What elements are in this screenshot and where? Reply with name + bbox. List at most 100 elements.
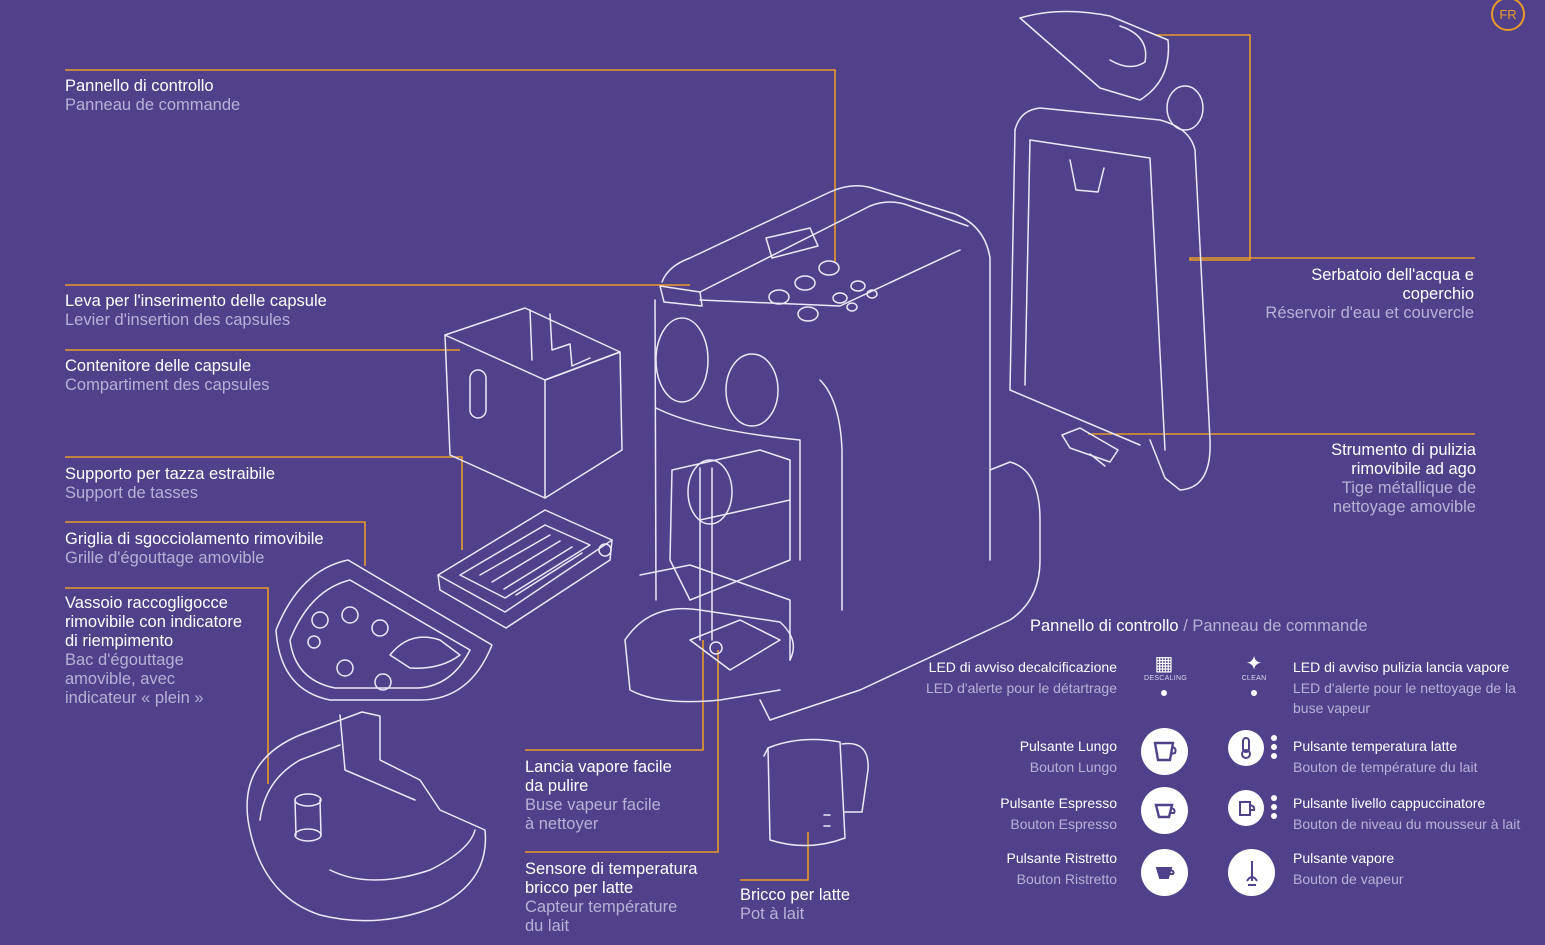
milk-jug-outline: [763, 738, 869, 847]
label-fr-line: à nettoyer: [525, 815, 599, 833]
label-it: Griglia di sgocciolamento rimovibile: [65, 530, 324, 548]
label-fr-line: Tige métallique de: [1341, 479, 1476, 497]
label-fr: Réservoir d'eau et couvercle: [1265, 304, 1474, 322]
label-fr: Panneau de commande: [65, 96, 241, 114]
leader-milk-sensor: [525, 650, 719, 853]
label-fr: Pot à lait: [740, 905, 805, 923]
label-it: Supporto per tazza estraibile: [65, 465, 276, 483]
title-separator: /: [1178, 617, 1193, 635]
label-fr: Bouton de température du lait: [1293, 758, 1478, 775]
callout-cup-support: Supporto per tazza estraibile Support de…: [65, 465, 275, 503]
callout-water-tank: Serbatoio dell'acqua e coperchio Réservo…: [1180, 266, 1474, 323]
label-it: Pulsante Lungo: [1019, 738, 1117, 754]
callout-steam-wand: Lancia vapore facile da pulire Buse vape…: [525, 758, 672, 834]
callout-cleaning-tool: Strumento di pulizia rimovibile ad ago T…: [1220, 441, 1476, 517]
legend-espresso-button: Pulsante Espresso Bouton Espresso: [860, 793, 1117, 834]
label-it: Pulsante vapore: [1293, 850, 1395, 866]
label-it-line: Vassoio raccogligocce: [65, 594, 228, 612]
clean-led-text: CLEAN: [1241, 675, 1267, 682]
label-fr-line: nettoyage amovible: [1332, 498, 1476, 516]
cleaning-tool-outline: [1061, 427, 1119, 467]
callout-control-panel: Pannello di controllo Panneau de command…: [65, 77, 240, 115]
label-fr-line: amovible, avec: [65, 670, 176, 688]
title-fr: Panneau de commande: [1192, 617, 1368, 635]
drip-grid-outline: [275, 559, 493, 701]
label-it: Pulsante Espresso: [1000, 795, 1117, 811]
callout-capsule-container: Contenitore delle capsule Compartiment d…: [65, 357, 270, 395]
clean-led-icon: ✦ CLEAN: [1234, 653, 1274, 696]
callout-milk-jug: Bricco per latte Pot à lait: [740, 886, 850, 924]
water-tank-outline: [1009, 10, 1211, 491]
label-fr: Bouton Lungo: [1029, 758, 1117, 775]
legend-steam-button: Pulsante vapore Bouton de vapeur: [1293, 848, 1543, 889]
label-it-line: bricco per latte: [525, 879, 634, 897]
leader-milk-jug: [740, 832, 809, 881]
drip-tray-outline: [246, 711, 487, 922]
label-fr: Grille d'égouttage amovible: [65, 549, 265, 567]
label-it: Bricco per latte: [740, 886, 851, 904]
leader-control-panel: [65, 69, 836, 262]
label-it-line: di riempimento: [65, 632, 174, 650]
label-fr-line: Capteur température: [525, 898, 678, 916]
legend-clean-led: LED di avviso pulizia lancia vapore LED …: [1293, 657, 1543, 719]
label-fr: Bouton Ristretto: [1016, 870, 1117, 887]
label-fr-line: LED d'alerte pour le nettoyage de la: [1293, 679, 1516, 696]
label-it: LED di avviso decalcificazione: [928, 659, 1117, 675]
label-fr: LED d'alerte pour le détartrage: [925, 679, 1117, 696]
espresso-cup-icon: [1141, 787, 1188, 834]
callout-milk-sensor: Sensore di temperatura bricco per latte …: [525, 860, 697, 936]
leader-cup-support: [65, 456, 463, 550]
label-fr: Support de tasses: [65, 484, 198, 502]
level-dots-icon: [1271, 795, 1277, 822]
leader-steam-wand: [525, 640, 704, 751]
machine-top-buttons: [768, 260, 878, 322]
label-it-line: rimovibile con indicatore: [65, 613, 242, 631]
machine-body-outline: [624, 185, 1041, 721]
thermometer-icon: [1228, 730, 1264, 766]
cup-support-outline: [437, 509, 613, 629]
label-fr-line: buse vapeur: [1293, 700, 1371, 716]
leader-drip-tray: [65, 587, 269, 784]
legend-lungo-button: Pulsante Lungo Bouton Lungo: [860, 736, 1117, 777]
label-fr: Levier d'insertion des capsules: [65, 311, 291, 329]
label-fr: Compartiment des capsules: [65, 376, 270, 394]
label-it: Pulsante temperatura latte: [1293, 738, 1458, 754]
callout-capsule-lever: Leva per l'inserimento delle capsule Lev…: [65, 292, 327, 330]
label-it: Contenitore delle capsule: [65, 357, 252, 375]
label-it: Pulsante livello cappuccinatore: [1293, 795, 1486, 811]
language-badge[interactable]: FR: [1491, 0, 1525, 31]
label-fr-line: Bac d'égouttage: [65, 651, 184, 669]
legend-descaling-led: LED di avviso decalcificazione LED d'ale…: [860, 657, 1117, 698]
label-fr: Bouton de vapeur: [1293, 870, 1404, 887]
label-fr-line: indicateur « plein »: [65, 689, 204, 707]
label-it: LED di avviso pulizia lancia vapore: [1293, 659, 1510, 675]
label-fr: Bouton Espresso: [1010, 815, 1117, 832]
callout-drip-tray: Vassoio raccogligocce rimovibile con ind…: [65, 594, 242, 708]
label-fr-line: du lait: [525, 917, 570, 935]
label-it: Leva per l'inserimento delle capsule: [65, 292, 327, 310]
callout-drip-grid: Griglia di sgocciolamento rimovibile Gri…: [65, 530, 324, 568]
label-it-line: Strumento di pulizia: [1331, 441, 1476, 459]
label-fr: Bouton de niveau du mousseur à lait: [1293, 815, 1521, 832]
ristretto-cup-icon: [1141, 849, 1188, 896]
label-it-line: Lancia vapore facile: [525, 758, 672, 776]
legend-frother-level-button: Pulsante livello cappuccinatore Bouton d…: [1293, 793, 1543, 834]
legend-ristretto-button: Pulsante Ristretto Bouton Ristretto: [860, 848, 1118, 889]
steam-icon: [1228, 849, 1275, 896]
label-it: Pulsante Ristretto: [1006, 850, 1118, 866]
leader-water-tank: [1155, 34, 1475, 261]
legend-milk-temperature-button: Pulsante temperatura latte Bouton de tem…: [1293, 736, 1543, 777]
lungo-cup-icon: [1141, 728, 1188, 775]
level-dots-icon: [1271, 735, 1277, 762]
title-it: Pannello di controllo: [1030, 617, 1179, 635]
label-it-line: Sensore di temperatura: [525, 860, 698, 878]
label-it-line: rimovibile ad ago: [1351, 460, 1476, 478]
label-it-line: coperchio: [1402, 285, 1474, 303]
leader-lines: [65, 34, 1475, 881]
leader-drip-grid: [65, 521, 366, 566]
capsule-container-outline: [444, 307, 623, 499]
descaling-led-text: DESCALING: [1144, 675, 1188, 682]
descaling-led-icon: ▦ DESCALING: [1144, 653, 1188, 696]
